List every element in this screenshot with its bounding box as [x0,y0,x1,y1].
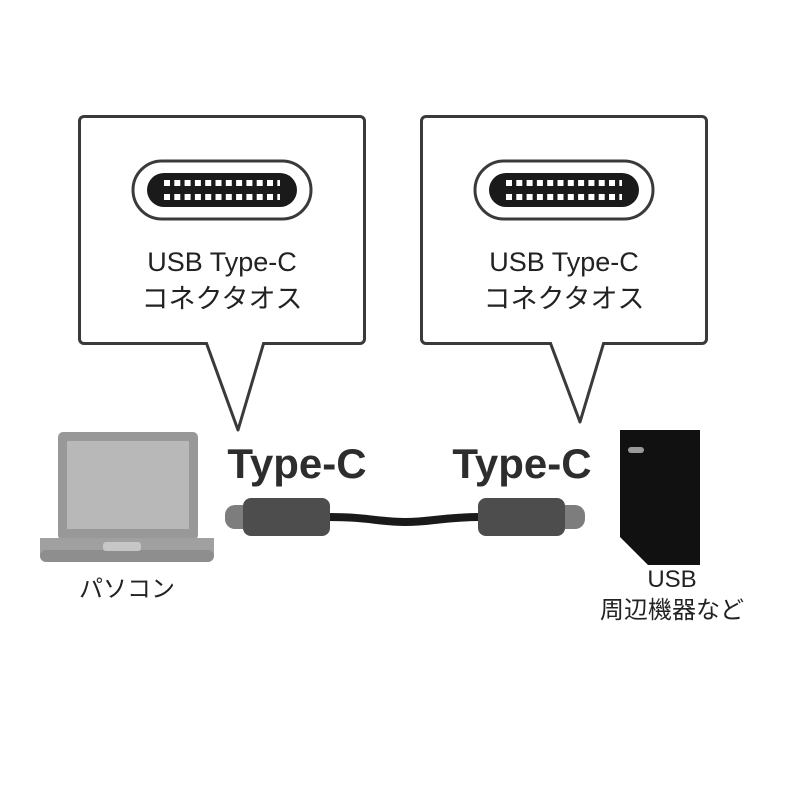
type-c-label-right: Type-C [452,440,592,487]
callout-title: USB Type-C [147,247,297,277]
callout-subtitle: コネクタオス [141,284,303,314]
peripheral-label-line2: 周辺機器など [600,597,744,624]
callout-tail-left-icon [204,342,266,432]
type-c-label-left: Type-C [227,440,367,487]
laptop-icon [40,432,214,562]
usb-c-cable-icon [225,498,585,536]
callout-usb-type-c-right: USB Type-C コネクタオス [420,115,708,345]
peripheral-label-line1: USB [647,566,697,593]
usb-c-connector-icon [131,159,313,221]
computer-label: パソコン [79,576,175,603]
callout-title: USB Type-C [489,247,639,277]
callout-tail-right-icon [548,342,606,424]
callout-usb-type-c-left: USB Type-C コネクタオス [78,115,366,345]
callout-subtitle: コネクタオス [483,284,645,314]
usb-c-connector-icon [473,159,655,221]
peripheral-device-icon [620,430,700,565]
peripheral-label: USB 周辺機器など [582,564,762,626]
